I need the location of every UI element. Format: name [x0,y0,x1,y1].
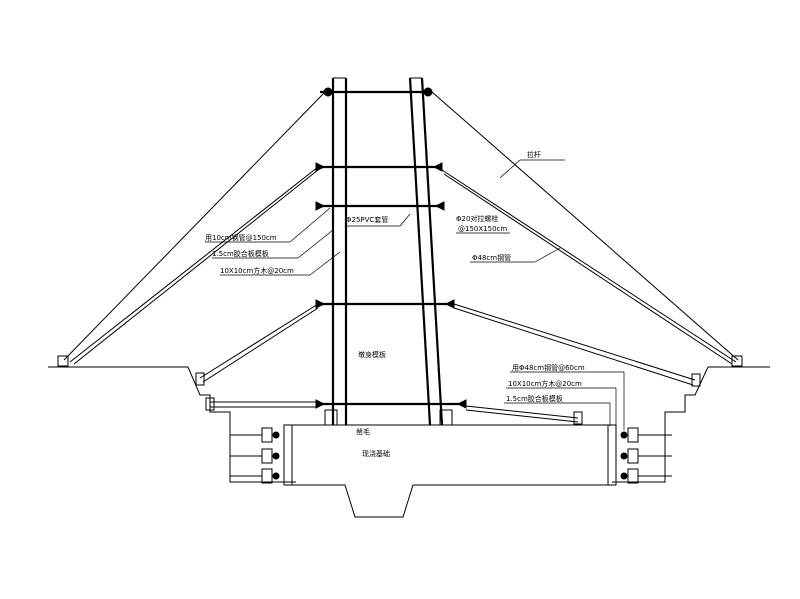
label-waterstop: 凿毛 [356,427,370,436]
label-tie-bolt-spacing: @150X150cm [458,225,507,233]
label-steel-pipe: Φ48cm钢管 [472,253,511,262]
left-guy-ropes [57,91,326,411]
right-foundation-formwork [620,427,672,484]
label-pier-body: 墩身模板 [358,350,386,359]
label-plywood-right: 1.5cm胶合板模板 [506,394,563,403]
right-guy-ropes [431,91,743,425]
tie-bars [318,90,464,406]
label-timber: 10X10cm方木@20cm [220,266,294,275]
label-guy-rope: 拉杆 [527,150,541,159]
tie-nuts [315,87,467,409]
label-pipe-spacing-right: 用Φ48cm钢管@60cm [512,363,585,372]
leader-lines [205,159,625,430]
ground-line [48,366,770,483]
foundation-block [283,424,617,518]
label-plywood-formwork: 1.5cm胶合板模板 [212,249,269,258]
pier-column [324,77,453,426]
left-foundation-formwork [230,427,280,484]
label-tie-bolt: Φ20对拉螺栓 [456,214,498,223]
label-timber-right: 10X10cm方木@20cm [508,379,582,388]
label-pipe-spacing: 用10cm钢管@150cm [205,233,277,242]
label-foundation: 现浇基础 [362,449,390,458]
label-pvc-sleeve: Φ25PVC套管 [346,215,388,224]
